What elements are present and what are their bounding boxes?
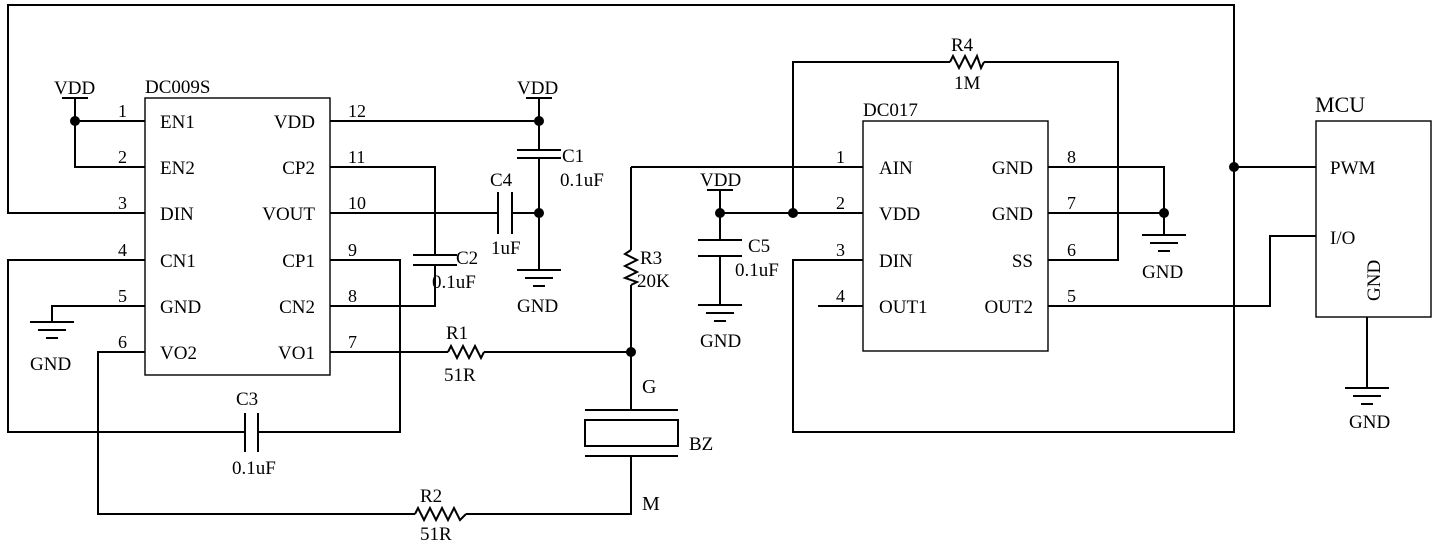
pin-number: 5: [118, 286, 127, 306]
pin-label: EN1: [160, 112, 195, 133]
pin-number: 4: [118, 240, 127, 260]
component-ref: C3: [236, 389, 258, 410]
pin-number: 2: [118, 147, 127, 167]
vdd-symbol: VDD: [700, 170, 741, 191]
pin-number: 8: [1067, 147, 1076, 167]
capacitor-c4: C4 1uF: [490, 170, 521, 259]
pin-label: EN2: [160, 158, 195, 179]
capacitor-c3: C3 0.1uF: [232, 389, 276, 479]
pin-label: GND: [160, 297, 201, 318]
component-value: 20K: [637, 271, 670, 292]
pin-label: GND: [992, 204, 1033, 225]
gnd-label: GND: [700, 331, 741, 352]
junctions: [70, 116, 1239, 357]
buzzer-pin-g: G: [642, 376, 656, 398]
pin-label: SS: [1012, 251, 1033, 272]
gnd-label: GND: [1349, 412, 1390, 433]
component-ref: R3: [640, 248, 662, 269]
buzzer-pin-m: M: [642, 493, 660, 515]
pin-label: VDD: [274, 112, 315, 133]
pin-label: CP1: [282, 251, 315, 272]
pin-number: 3: [836, 240, 845, 260]
chip-name: DC009S: [145, 77, 210, 98]
pin-number: 9: [348, 240, 357, 260]
pin-label: OUT2: [984, 297, 1033, 318]
pin-label: PWM: [1330, 158, 1376, 179]
chip-dc017: DC017 1 2 3 4 AIN VDD DIN OUT1 8 7 6 5 G…: [836, 100, 1076, 352]
resistor-r2: R2 51R: [414, 486, 467, 544]
capacitor-c1: C1 0.1uF: [517, 146, 604, 191]
component-ref: R2: [420, 486, 442, 507]
pin-number: 10: [348, 193, 366, 213]
component-value: 0.1uF: [232, 458, 276, 479]
ground-symbol: GND: [698, 304, 742, 352]
component-ref: R4: [951, 35, 974, 56]
buzzer-bz: G BZ M: [584, 376, 713, 515]
pin-number: 12: [348, 101, 366, 121]
component-value: 51R: [444, 365, 476, 386]
resistor-r3: R3 20K: [622, 248, 670, 292]
pin-label: OUT1: [879, 297, 928, 318]
resistor-r4: R4 1M: [949, 35, 985, 94]
capacitor-c2: C2 0.1uF: [413, 248, 478, 293]
pin-number: 7: [348, 332, 357, 352]
pin-number: 4: [836, 286, 845, 306]
vdd-label: VDD: [517, 78, 558, 99]
gnd-label: GND: [1142, 262, 1183, 283]
component-ref: C2: [456, 248, 478, 269]
vdd-symbol: VDD: [54, 78, 95, 99]
resistor-r1: R1 51R: [444, 323, 485, 386]
pin-number: 8: [348, 286, 357, 306]
ground-symbol: GND: [1142, 234, 1186, 283]
chip-dc009s: DC009S 1 2 3 4 5 6 EN1 EN2 DIN CN1 GND V…: [118, 77, 366, 376]
wires: [7, 4, 1368, 515]
component-ref: C5: [748, 236, 770, 257]
pin-label: VOUT: [262, 204, 315, 225]
component-value: 0.1uF: [560, 170, 604, 191]
pin-number: 6: [118, 332, 127, 352]
gnd-label: GND: [30, 354, 71, 375]
pin-number: 3: [118, 193, 127, 213]
pin-label: VDD: [879, 204, 920, 225]
gnd-label: GND: [517, 296, 558, 317]
component-ref: R1: [446, 323, 468, 344]
pin-label: DIN: [160, 204, 194, 225]
vdd-symbol: VDD: [517, 78, 558, 99]
component-ref: BZ: [689, 434, 713, 455]
ground-symbol: GND: [1345, 387, 1390, 433]
pin-label: I/O: [1330, 228, 1355, 249]
pin-label: GND: [1364, 260, 1385, 301]
pin-label: VO1: [278, 343, 315, 364]
component-value: 0.1uF: [432, 272, 476, 293]
pin-label: CN1: [160, 251, 196, 272]
component-ref: C4: [490, 170, 513, 191]
chip-name: DC017: [863, 100, 918, 121]
pin-number: 6: [1067, 240, 1076, 260]
component-value: 51R: [420, 524, 452, 544]
component-value: 1uF: [491, 238, 521, 259]
component-value: 1M: [954, 73, 981, 94]
pin-label: AIN: [879, 158, 913, 179]
pin-label: CN2: [279, 297, 315, 318]
chip-name: MCU: [1315, 92, 1365, 117]
pin-number: 5: [1067, 286, 1076, 306]
pin-label: VO2: [160, 343, 197, 364]
vdd-label: VDD: [54, 78, 95, 99]
component-value: 0.1uF: [735, 260, 779, 281]
capacitor-c5: C5 0.1uF: [698, 236, 779, 281]
chip-mcu: MCU PWM I/O GND: [1315, 92, 1432, 318]
ground-symbol: GND: [30, 321, 74, 375]
pin-number: 1: [836, 147, 845, 167]
component-ref: C1: [562, 146, 584, 167]
vdd-label: VDD: [700, 170, 741, 191]
pin-label: CP2: [282, 158, 315, 179]
ground-symbol: GND: [517, 269, 561, 317]
pin-number: 11: [348, 147, 365, 167]
pin-number: 1: [118, 101, 127, 121]
pin-label: DIN: [879, 251, 913, 272]
pin-label: GND: [992, 158, 1033, 179]
pin-number: 7: [1067, 193, 1076, 213]
pin-number: 2: [836, 193, 845, 213]
